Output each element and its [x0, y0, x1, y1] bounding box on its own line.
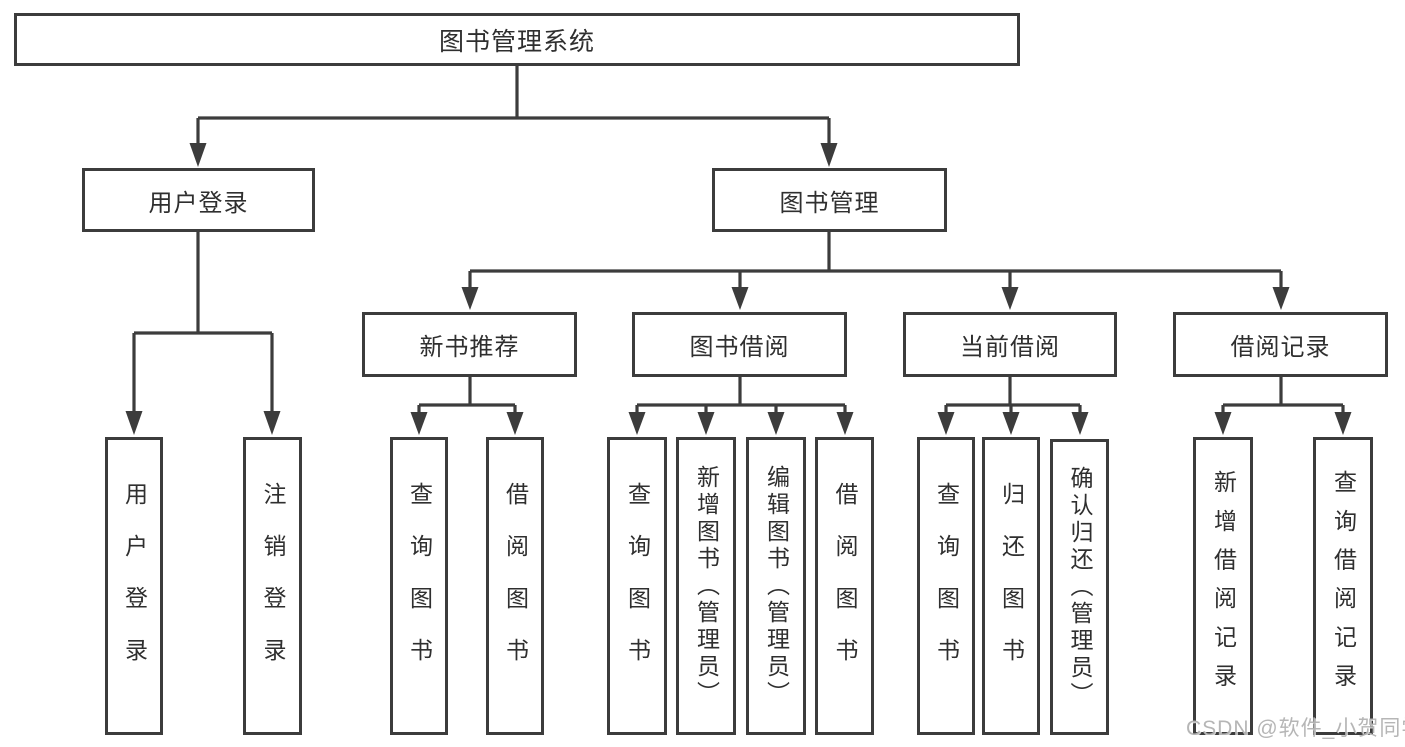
leaf-query-borrow-record: 查询借阅记录 [1313, 437, 1373, 735]
arrowhead [937, 412, 955, 435]
leaf-query-books: 查询图书 [917, 437, 975, 735]
connector-current-borrowing [944, 377, 1082, 414]
node-user-login: 用户登录 [82, 168, 315, 232]
node-borrowing-records-label: 借阅记录 [1230, 334, 1331, 361]
arrowhead [506, 412, 524, 435]
leaf-return-books-label: 归还图书 [998, 482, 1025, 690]
node-book-management: 图书管理 [712, 168, 947, 232]
arrowhead [1002, 412, 1020, 435]
leaf-confirm-return-admin-label: 确认归还（管理员） [1067, 465, 1093, 709]
connector-borrowing-records [1221, 377, 1345, 414]
leaf-borrow-books: 借阅图书 [815, 437, 874, 735]
arrowhead [1272, 287, 1290, 310]
arrowhead [461, 287, 479, 310]
leaf-edit-book-admin-label: 编辑图书（管理员） [763, 464, 790, 708]
connector-new-books [417, 377, 517, 414]
leaf-borrow-books-label: 借阅图书 [502, 482, 529, 690]
node-root: 图书管理系统 [14, 13, 1020, 66]
arrowhead [731, 287, 749, 310]
arrowhead [1334, 412, 1352, 435]
leaf-add-borrow-record: 新增借阅记录 [1193, 437, 1253, 735]
node-book-management-label: 图书管理 [779, 189, 880, 217]
leaf-query-books-label: 查询图书 [624, 482, 651, 690]
leaf-query-borrow-record-label: 查询借阅记录 [1330, 470, 1357, 702]
arrowhead [189, 143, 207, 167]
connector-book-management [468, 232, 1283, 288]
node-current-borrowing-label: 当前借阅 [960, 334, 1060, 361]
leaf-query-books: 查询图书 [390, 437, 448, 735]
leaf-return-books: 归还图书 [982, 437, 1040, 735]
leaf-edit-book-admin: 编辑图书（管理员） [746, 437, 806, 735]
leaf-borrow-books: 借阅图书 [486, 437, 544, 735]
connector-user-login [132, 232, 274, 413]
watermark: CSDN @软件_小贺同学 [1186, 717, 1405, 740]
arrowhead [1001, 287, 1019, 310]
leaf-user-login-label: 用户登录 [121, 482, 148, 690]
arrowhead [263, 411, 281, 435]
node-book-borrowing: 图书借阅 [632, 312, 847, 377]
leaf-add-book-admin: 新增图书（管理员） [676, 437, 736, 735]
leaf-add-borrow-record-label: 新增借阅记录 [1210, 470, 1237, 702]
node-borrowing-records: 借阅记录 [1173, 312, 1388, 377]
leaf-borrow-books-label: 借阅图书 [832, 482, 858, 690]
leaf-add-book-admin-label: 新增图书（管理员） [693, 464, 720, 708]
node-root-label: 图书管理系统 [438, 27, 595, 56]
connector-book-borrowing [635, 377, 847, 414]
arrowhead [767, 412, 785, 435]
arrowhead [410, 412, 428, 435]
arrowhead [820, 143, 838, 167]
leaf-logout: 注销登录 [243, 437, 302, 735]
node-book-borrowing-label: 图书借阅 [689, 334, 790, 361]
leaf-query-books: 查询图书 [607, 437, 667, 735]
arrowhead [1071, 412, 1089, 435]
arrowhead [836, 412, 854, 435]
arrowhead [1214, 412, 1232, 435]
arrowhead [697, 412, 715, 435]
node-user-login-label: 用户登录 [148, 189, 249, 217]
connector-root [196, 66, 831, 146]
leaf-query-books-label: 查询图书 [406, 482, 433, 690]
arrowhead [125, 411, 143, 435]
leaf-user-login: 用户登录 [105, 437, 163, 735]
node-current-borrowing: 当前借阅 [903, 312, 1117, 377]
arrowhead [628, 412, 646, 435]
leaf-logout-label: 注销登录 [260, 482, 286, 690]
leaf-query-books-label: 查询图书 [933, 482, 960, 690]
node-new-books-label: 新书推荐 [419, 334, 520, 361]
leaf-confirm-return-admin: 确认归还（管理员） [1050, 439, 1109, 735]
node-new-books: 新书推荐 [362, 312, 577, 377]
